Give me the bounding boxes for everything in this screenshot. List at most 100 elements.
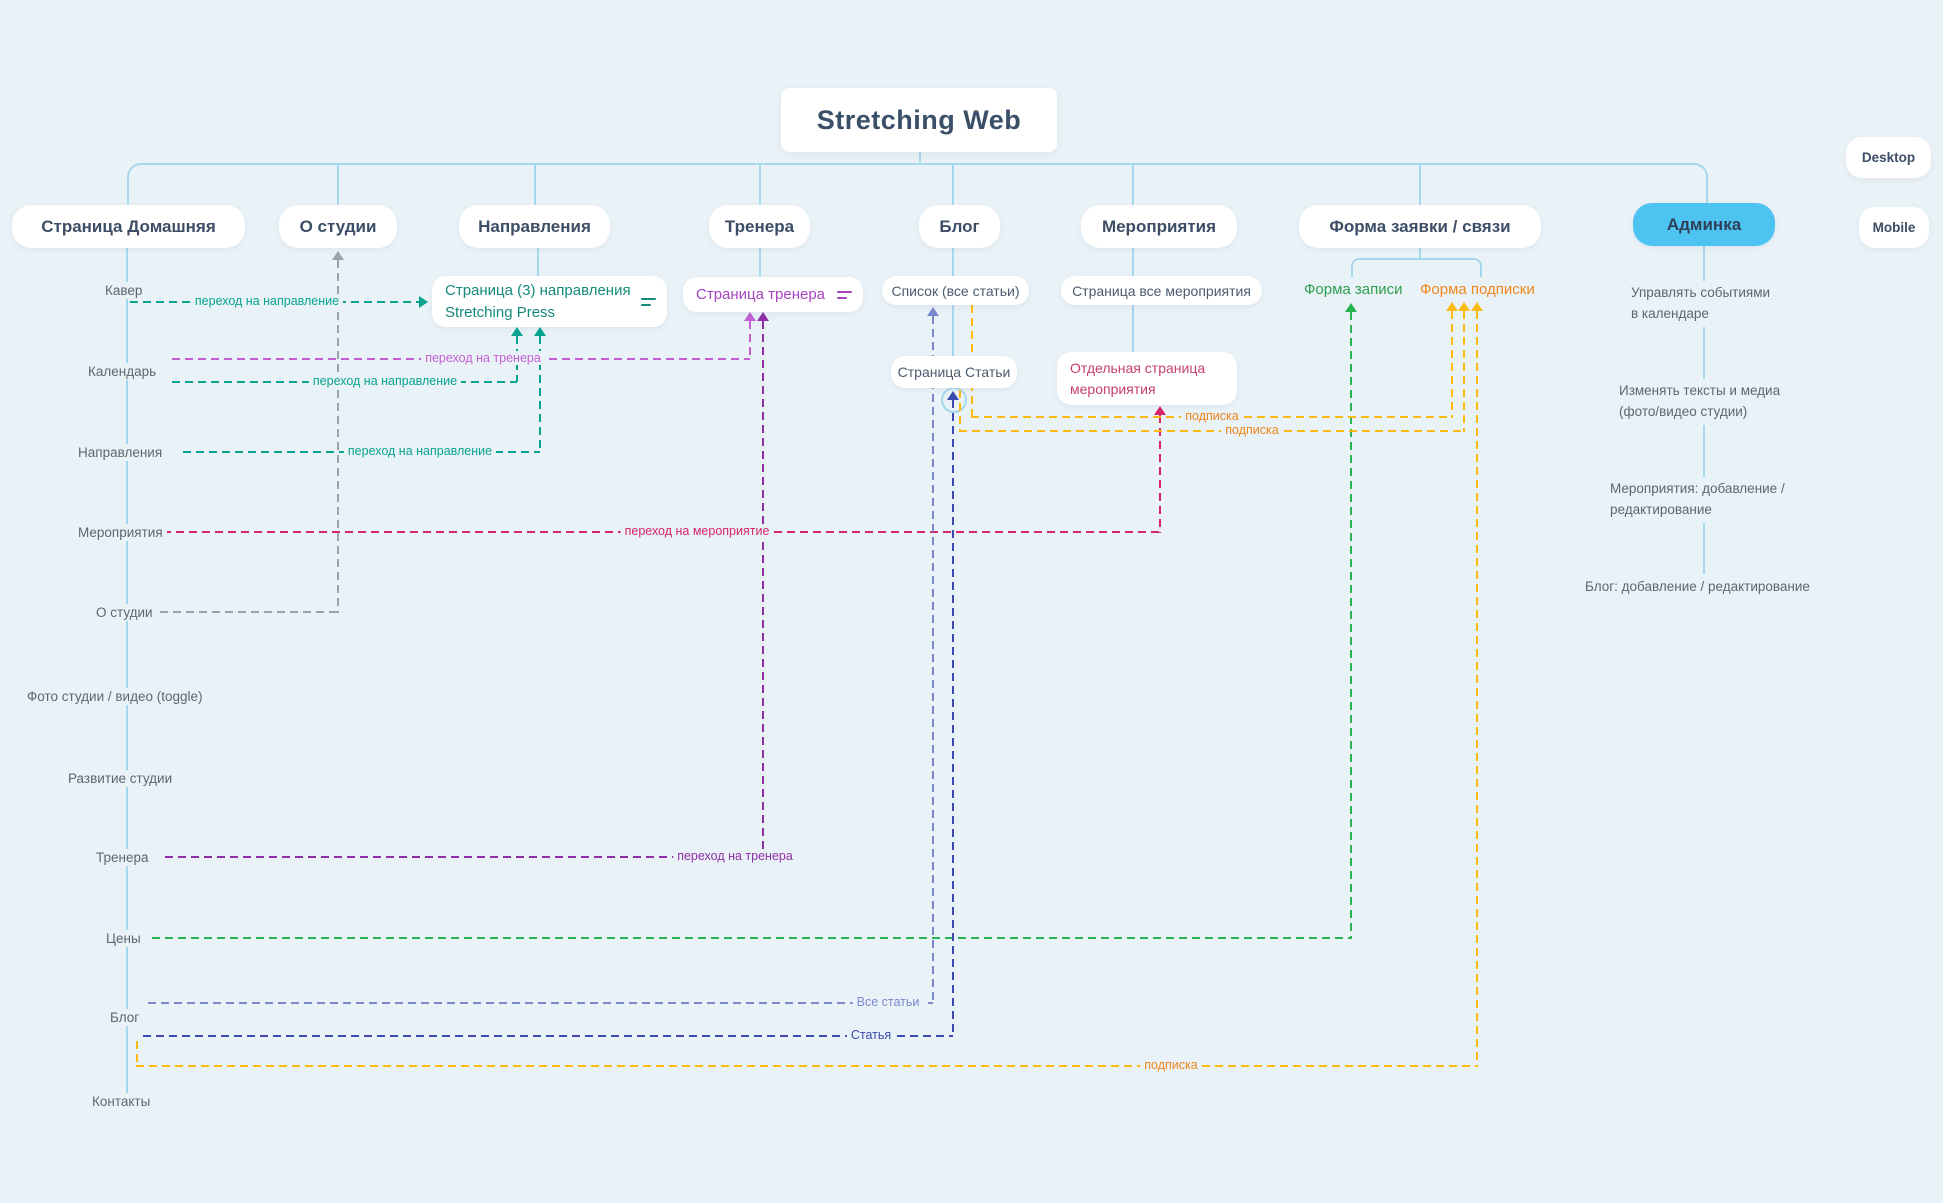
- node-directions[interactable]: Направления: [459, 205, 610, 248]
- admin-task-media: Изменять тексты и медиа (фото/видео студ…: [1615, 379, 1785, 425]
- node-direction-page-line2: Stretching Press: [445, 303, 556, 321]
- node-form-record[interactable]: Форма записи: [1301, 280, 1406, 299]
- edge-blog-to-list-arrow: [927, 307, 939, 316]
- stub-events: [1132, 165, 1134, 205]
- edge-blogrow-subscribe-drop: [136, 1041, 138, 1067]
- node-form[interactable]: Форма заявки / связи: [1299, 205, 1541, 248]
- edge-aboutrow-to-about-line: [160, 611, 338, 613]
- edge-blog-to-list-line: [148, 1002, 933, 1004]
- edge-blog-to-article-line: [143, 1035, 953, 1037]
- home-section-growth: Развитие студии: [64, 770, 177, 787]
- edge-label-to-trainer-1: переход на тренера: [421, 351, 545, 365]
- node-blog-list[interactable]: Список (все статьи): [882, 276, 1029, 305]
- page-title-text: Stretching Web: [816, 104, 1022, 135]
- admin-task-calendar-line2: в календаре: [1631, 305, 1709, 321]
- edge-calendar-to-trainer-riser: [749, 321, 751, 360]
- home-section-prices: Цены: [102, 930, 145, 947]
- page-title[interactable]: Stretching Web: [781, 88, 1057, 152]
- node-about-label: О студии: [299, 216, 377, 236]
- stub-form: [1419, 165, 1421, 205]
- article-connector-ring: [941, 387, 967, 413]
- node-form-label: Форма заявки / связи: [1329, 216, 1511, 236]
- node-admin-label: Админка: [1666, 214, 1742, 234]
- node-home[interactable]: Страница Домашняя: [12, 205, 245, 248]
- admin-task-events-line1: Мероприятия: добавление /: [1610, 481, 1785, 496]
- edge-prices-to-record-riser: [1350, 312, 1352, 939]
- edge-aboutrow-to-about-riser: [337, 260, 339, 613]
- stub-blog: [952, 165, 954, 205]
- node-admin[interactable]: Админка: [1633, 203, 1775, 246]
- node-event-single[interactable]: Отдельная страница мероприятия: [1057, 352, 1237, 405]
- home-section-trainers: Тренера: [92, 849, 153, 866]
- edge-blog-to-list-riser: [932, 316, 934, 1004]
- note-icon: [837, 290, 852, 299]
- title-trunk-line: [919, 151, 921, 163]
- edge-calendar-to-direction-arrow: [511, 327, 523, 336]
- edge-events-to-event-riser: [1159, 415, 1161, 533]
- edge-directions-to-direction-arrow: [534, 327, 546, 336]
- node-directions-label: Направления: [478, 216, 591, 236]
- admin-line-seg2: [1703, 317, 1705, 379]
- node-about[interactable]: О студии: [279, 205, 397, 248]
- edge-trainers-to-trainer-line: [165, 856, 763, 858]
- home-section-events: Мероприятия: [74, 524, 167, 541]
- edge-blogrow-subscribe-arrow: [1471, 302, 1483, 311]
- admin-line-seg1: [1703, 245, 1705, 281]
- tag-mobile[interactable]: Mobile: [1859, 207, 1929, 248]
- node-trainers-label: Тренера: [724, 216, 795, 236]
- node-direction-page-line1: Страница (3) направления: [445, 281, 631, 299]
- node-direction-page[interactable]: Страница (3) направления Stretching Pres…: [432, 276, 667, 327]
- top-level-bracket: [127, 163, 1708, 206]
- stub-directions: [534, 165, 536, 205]
- admin-task-media-line2: (фото/видео студии): [1619, 403, 1748, 419]
- node-event-single-line2: мероприятия: [1070, 380, 1156, 397]
- edge-events-to-event-arrow: [1154, 406, 1166, 415]
- stub-trainers: [759, 165, 761, 205]
- tag-desktop-label: Desktop: [1861, 150, 1916, 165]
- edge-prices-to-record-arrow: [1345, 303, 1357, 312]
- home-spine: [126, 248, 128, 1096]
- node-events-label: Мероприятия: [1101, 216, 1217, 236]
- node-form-subscribe[interactable]: Форма подписки: [1417, 280, 1538, 299]
- node-trainer-page-label: Страница тренера: [696, 286, 826, 303]
- edge-article-subscribe-line: [959, 430, 1464, 432]
- stub-about: [337, 165, 339, 205]
- trainers-child-line: [759, 248, 761, 278]
- admin-task-blog-line1: Блог: добавление / редактирование: [1585, 579, 1810, 594]
- node-events-page[interactable]: Страница все мероприятия: [1061, 276, 1262, 305]
- node-events[interactable]: Мероприятия: [1081, 205, 1237, 248]
- admin-line-seg4: [1703, 509, 1705, 574]
- home-section-calendar: Календарь: [84, 363, 161, 380]
- edge-calendar-to-trainer-arrow: [744, 312, 756, 321]
- node-article-page-label: Страница Статьи: [897, 364, 1011, 380]
- node-home-label: Страница Домашняя: [41, 216, 216, 236]
- node-trainers[interactable]: Тренера: [709, 205, 810, 248]
- edge-trainers-to-trainer-riser: [762, 321, 764, 858]
- node-event-single-line1: Отдельная страница: [1070, 360, 1206, 377]
- edge-label-subscribe-3: подписка: [1140, 1058, 1202, 1072]
- node-blog-label: Блог: [939, 216, 980, 236]
- directions-child-line: [537, 248, 539, 277]
- edge-article-subscribe-drop: [959, 390, 961, 432]
- edge-trainers-to-trainer-arrow: [757, 312, 769, 321]
- edge-label-to-direction-3: переход на направление: [343, 444, 497, 458]
- home-section-blog: Блог: [106, 1009, 144, 1026]
- edge-prices-to-record-line: [152, 937, 1351, 939]
- admin-task-events-line2: редактирование: [1610, 501, 1712, 517]
- home-section-cover: Кавер: [101, 282, 147, 299]
- edge-list-subscribe-riser: [1451, 311, 1453, 418]
- note-icon: [641, 297, 656, 306]
- home-section-contacts: Контакты: [88, 1093, 155, 1110]
- node-blog[interactable]: Блог: [919, 205, 1000, 248]
- admin-line-seg3: [1703, 411, 1705, 477]
- edge-label-to-direction-2: переход на направление: [308, 374, 462, 388]
- tag-desktop[interactable]: Desktop: [1846, 137, 1931, 178]
- home-section-photos: Фото студии / видео (toggle): [23, 688, 207, 705]
- node-events-page-label: Страница все мероприятия: [1072, 282, 1251, 299]
- edge-list-subscribe-arrow: [1446, 302, 1458, 311]
- node-article-page[interactable]: Страница Статьи: [891, 356, 1017, 388]
- node-trainer-page[interactable]: Страница тренера: [683, 277, 863, 312]
- admin-task-events: Мероприятия: добавление / редактирование: [1606, 477, 1789, 523]
- edge-blog-to-article-riser: [952, 400, 954, 1037]
